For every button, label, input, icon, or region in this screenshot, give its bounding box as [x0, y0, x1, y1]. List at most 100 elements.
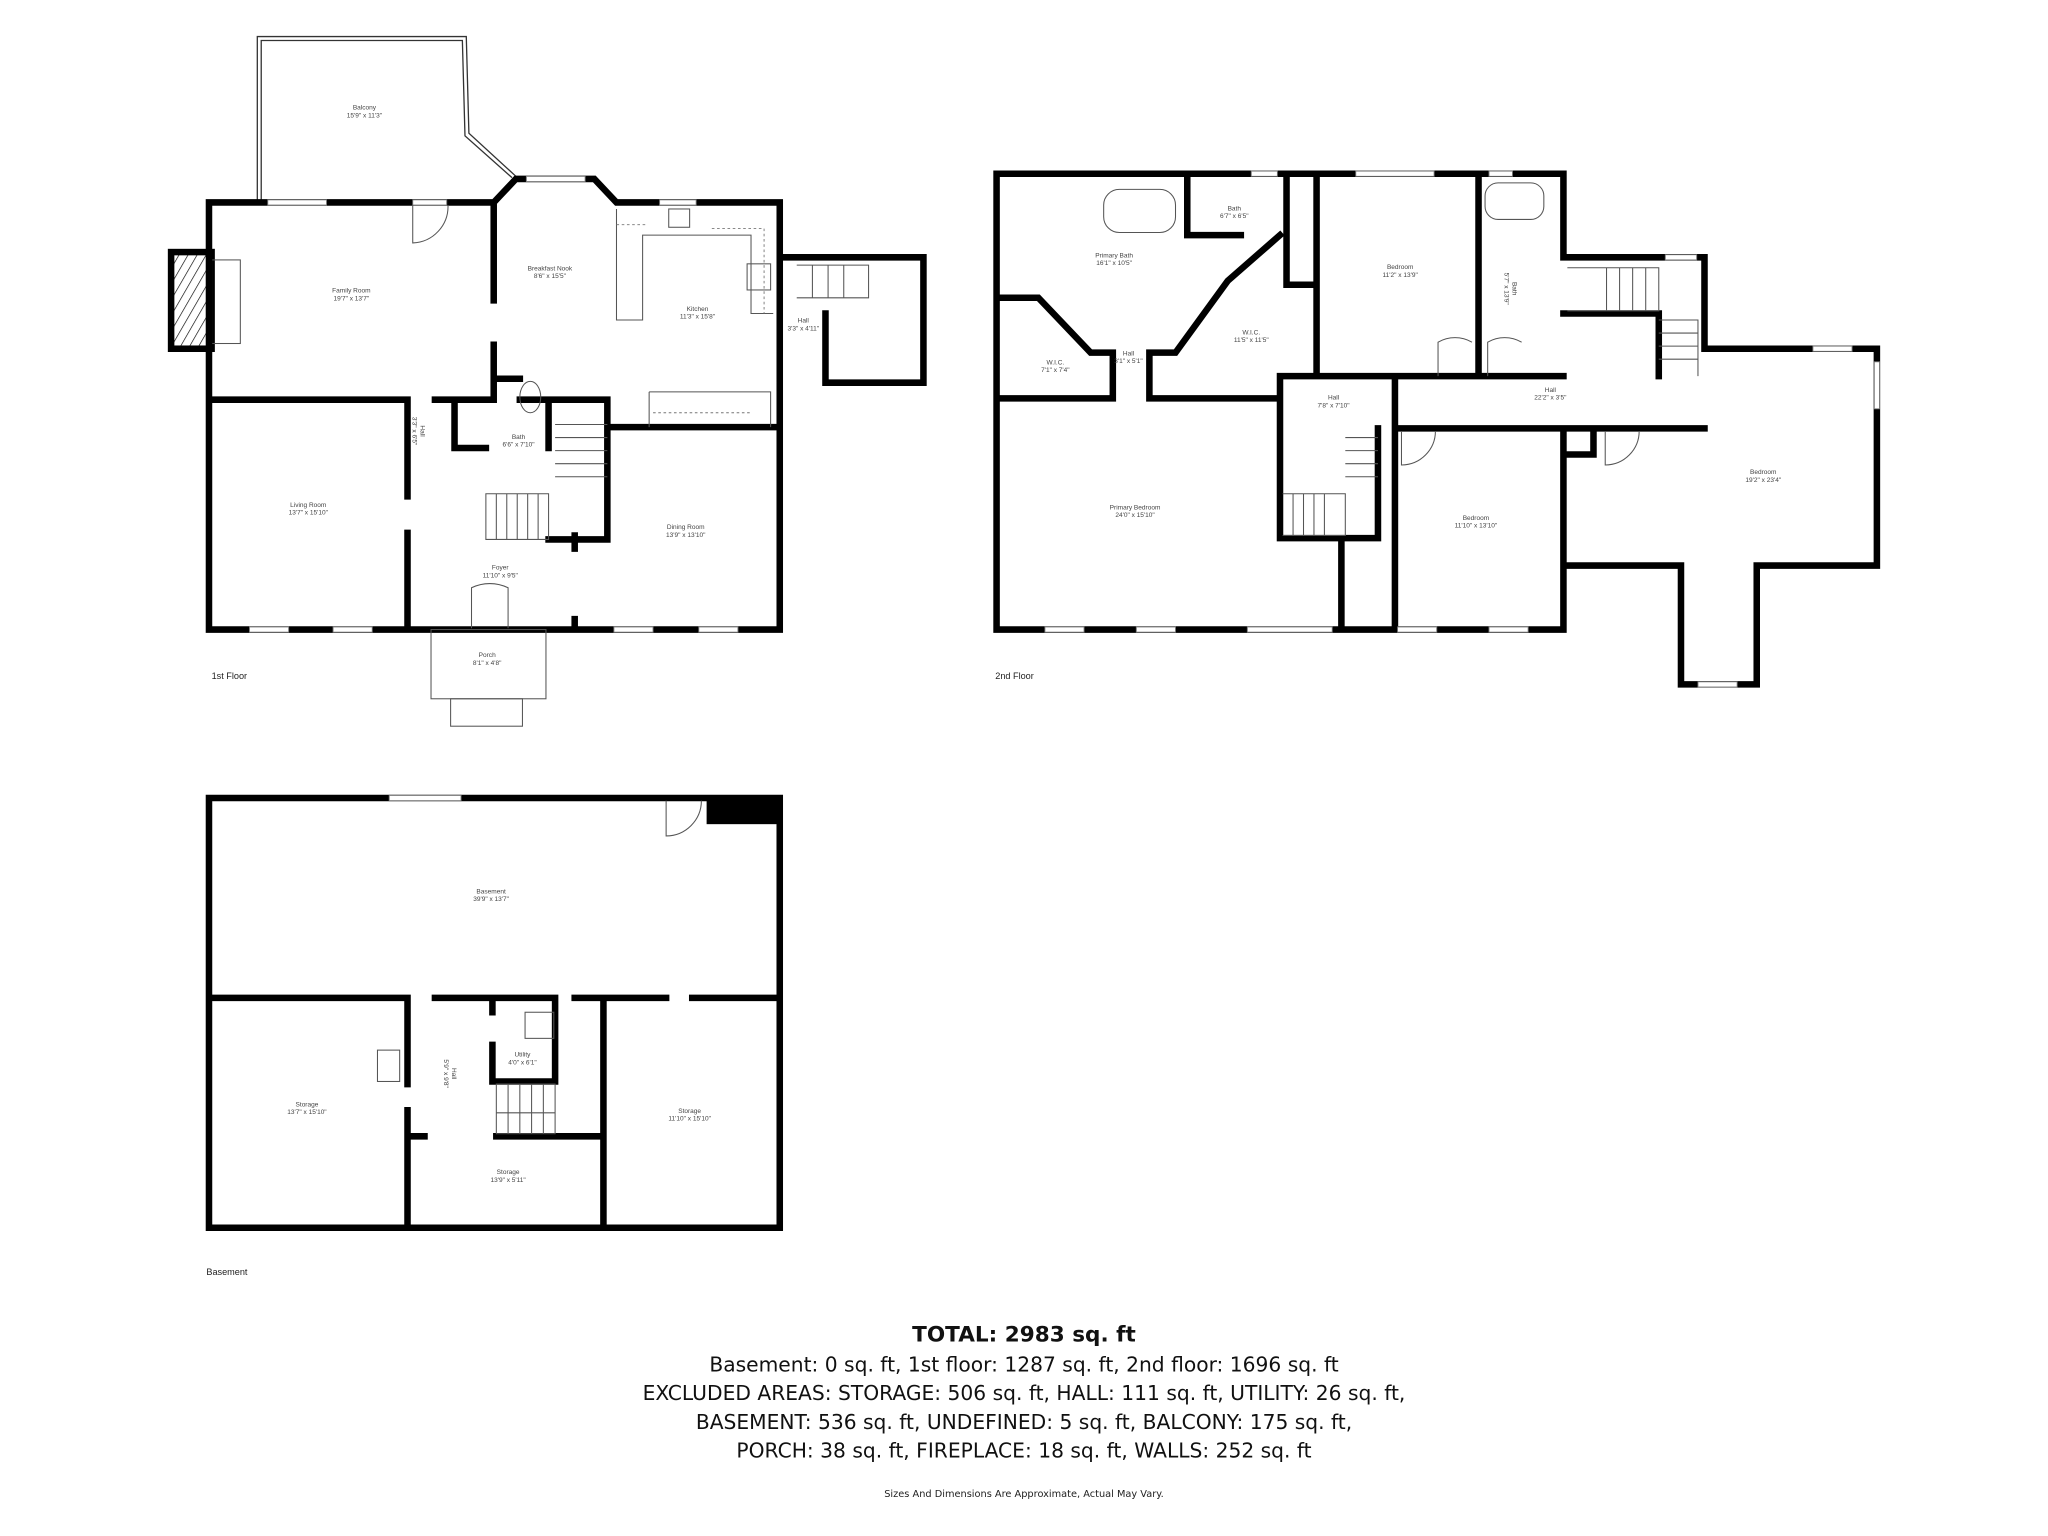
- room-name: Hall: [450, 1068, 457, 1080]
- window: [1697, 681, 1738, 688]
- toilet-icon: [519, 380, 542, 414]
- second-floor-walls: [993, 170, 1881, 688]
- room-name: Breakfast Nook: [528, 265, 573, 272]
- stairs: [495, 1083, 556, 1135]
- room-dimensions: 19'7" x 13'7": [333, 295, 369, 302]
- door-swing: [412, 205, 509, 629]
- room-dimensions: 19'2" x 23'4": [1745, 477, 1781, 484]
- hearth: [211, 259, 241, 345]
- room-name: Hall: [798, 318, 810, 325]
- sink-icon: [668, 208, 691, 228]
- window: [659, 199, 697, 206]
- room-name: Basement: [476, 888, 506, 895]
- room-dimensions: 3'3" x 4'11": [787, 325, 819, 332]
- room-dimensions: 5'7" x 13'9": [1503, 273, 1510, 306]
- window: [1873, 361, 1880, 410]
- room-name: Hall: [419, 425, 426, 437]
- room-dimensions: 13'7" x 15'10": [289, 510, 329, 517]
- door-swing: [665, 800, 702, 837]
- room-name: Foyer: [492, 564, 509, 571]
- room-dimensions: 11'5" x 11'5": [1234, 337, 1269, 344]
- balcony-outline: [256, 35, 517, 203]
- room-dimensions: 3'1" x 5'1": [1114, 358, 1143, 365]
- room-name: W.I.C.: [1046, 359, 1064, 366]
- room-name: Bath: [512, 434, 526, 441]
- room-name: Living Room: [290, 502, 326, 509]
- room-dimensions: 7'1" x 7'4": [1041, 367, 1070, 374]
- room-name: Utility: [514, 1052, 531, 1059]
- room-dimensions: 6'6" x 7'10": [502, 442, 535, 449]
- room-name: Family Room: [332, 288, 370, 295]
- water-heater: [524, 1011, 555, 1039]
- room-name: Hall: [1123, 350, 1135, 357]
- window: [525, 175, 586, 183]
- stairs: [485, 264, 870, 540]
- bathtub-icon: [1103, 188, 1177, 234]
- room-name: Primary Bedroom: [1110, 504, 1161, 511]
- first-floor-walls: [205, 175, 927, 633]
- room-label-hall: Hall5'9" x 9'8": [442, 1059, 457, 1088]
- room-name: Dining Room: [667, 524, 705, 531]
- room-dimensions: 11'2" x 13'9": [1383, 272, 1419, 279]
- room-dimensions: 13'9" x 5'11": [490, 1177, 526, 1184]
- room-dimensions: 13'9" x 13'10": [666, 532, 706, 539]
- disclaimer: Sizes And Dimensions Are Approximate, Ac…: [884, 1489, 1164, 1500]
- window: [1355, 170, 1435, 177]
- window: [1044, 626, 1085, 633]
- room-name: Bedroom: [1463, 515, 1489, 522]
- mechanical-unit: [376, 1049, 401, 1082]
- total-area: TOTAL: 2983 sq. ft: [912, 1322, 1136, 1347]
- excluded-areas-line-1: EXCLUDED AREAS: STORAGE: 506 sq. ft, HAL…: [643, 1381, 1406, 1405]
- basement-black-block: [706, 798, 780, 825]
- window: [698, 626, 739, 633]
- floor-label-2nd: 2nd Floor: [995, 671, 1034, 681]
- room-name: Storage: [678, 1108, 701, 1115]
- room-label-w-i-c: W.I.C.11'5" x 11'5": [1234, 329, 1269, 344]
- window: [332, 626, 373, 633]
- window: [1246, 626, 1333, 633]
- basement-plan: [205, 794, 784, 1232]
- room-dimensions: 16'1" x 10'5": [1096, 260, 1132, 267]
- floor-label-basement: Basement: [206, 1267, 248, 1277]
- room-label-w-i-c: W.I.C.7'1" x 7'4": [1041, 359, 1070, 374]
- room-name: Balcony: [353, 105, 377, 112]
- room-dimensions: 7'8" x 7'10": [1317, 403, 1350, 410]
- excluded-areas-line-3: PORCH: 38 sq. ft, FIREPLACE: 18 sq. ft, …: [736, 1439, 1311, 1463]
- window: [412, 199, 448, 206]
- kitchen-counters: [615, 208, 774, 428]
- room-name: Storage: [497, 1169, 520, 1176]
- stove-icon: [746, 263, 772, 291]
- room-dimensions: 8'1" x 4'8": [473, 660, 502, 667]
- excluded-areas-line-2: BASEMENT: 536 sq. ft, UNDEFINED: 5 sq. f…: [696, 1410, 1352, 1434]
- window: [613, 626, 654, 633]
- room-name: Porch: [479, 652, 496, 659]
- window: [267, 199, 327, 206]
- floor-label-1st: 1st Floor: [212, 671, 248, 681]
- stairs: [1282, 267, 1699, 537]
- room-dimensions: 11'10" x 15'10": [668, 1116, 711, 1123]
- room-name: Bath: [1510, 282, 1517, 296]
- room-dimensions: 3'3" x 6'5": [411, 417, 418, 446]
- room-dimensions: 13'7" x 15'10": [287, 1109, 327, 1116]
- floor-areas: Basement: 0 sq. ft, 1st floor: 1287 sq. …: [709, 1352, 1338, 1376]
